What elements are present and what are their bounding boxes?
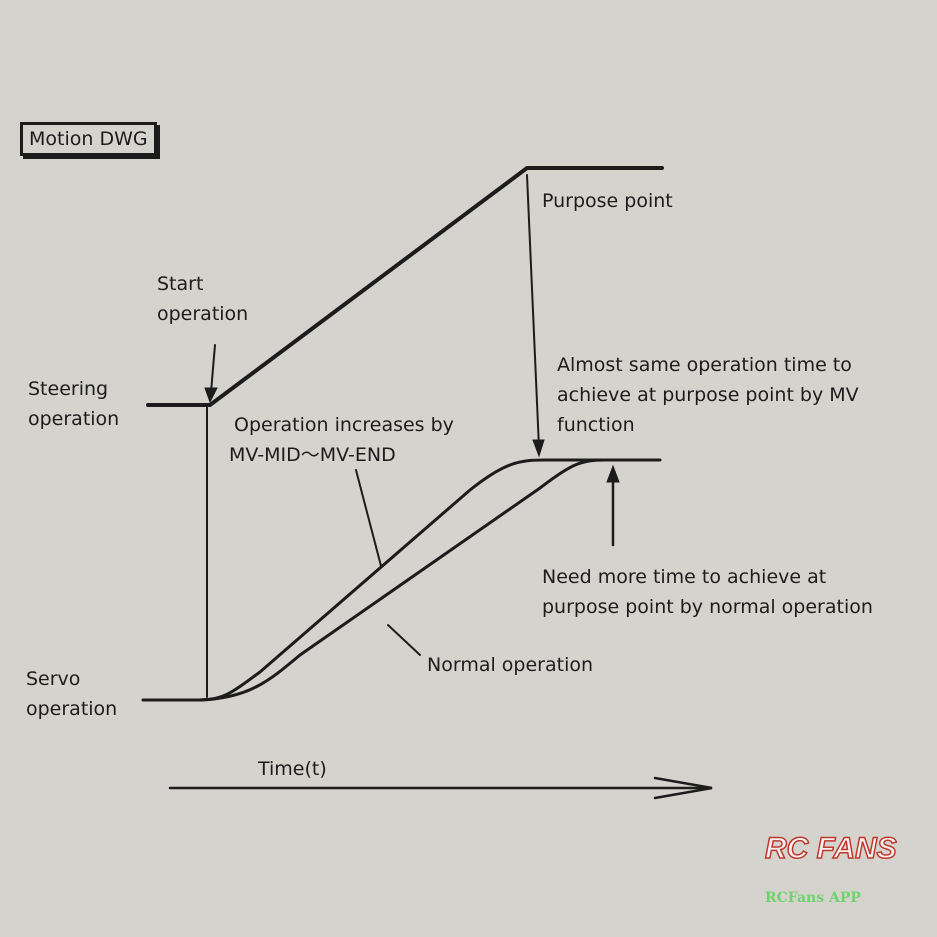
servo-label-1: Servo (26, 668, 81, 690)
start-arrow (210, 344, 216, 393)
servo-label-2: operation (26, 698, 118, 720)
normal-servo-curve (198, 458, 607, 702)
increase-label-1: Operation increases by (234, 414, 454, 436)
diagram-title: Motion DWG (20, 122, 157, 156)
start-label-1: Start (157, 273, 204, 295)
almost-same-3: function (557, 414, 635, 436)
normal-label: Normal operation (427, 654, 594, 676)
normal-pointer (387, 624, 421, 656)
steering-label-1: Steering (28, 378, 109, 400)
time-label: Time(t) (258, 758, 327, 780)
watermark-brand: RC FANS (764, 832, 897, 865)
steering-line (146, 166, 664, 407)
increase-pointer (355, 469, 382, 567)
start-label-2: operation (157, 303, 249, 325)
need-more-1: Need more time to achieve at (542, 566, 827, 588)
watermark-logo: RC FANS RCFans APP (760, 832, 910, 915)
purpose-point-label: Purpose point (542, 190, 673, 212)
need-more-2: purpose point by normal operation (542, 596, 873, 618)
steering-label-2: operation (28, 408, 120, 430)
almost-same-2: achieve at purpose point by MV (557, 384, 859, 406)
increase-label-2: MV-MID～MV-END (229, 444, 396, 466)
almost-same-1: Almost same operation time to (557, 354, 852, 376)
purpose-arrow (526, 174, 540, 449)
watermark-app: RCFans APP (765, 890, 861, 906)
